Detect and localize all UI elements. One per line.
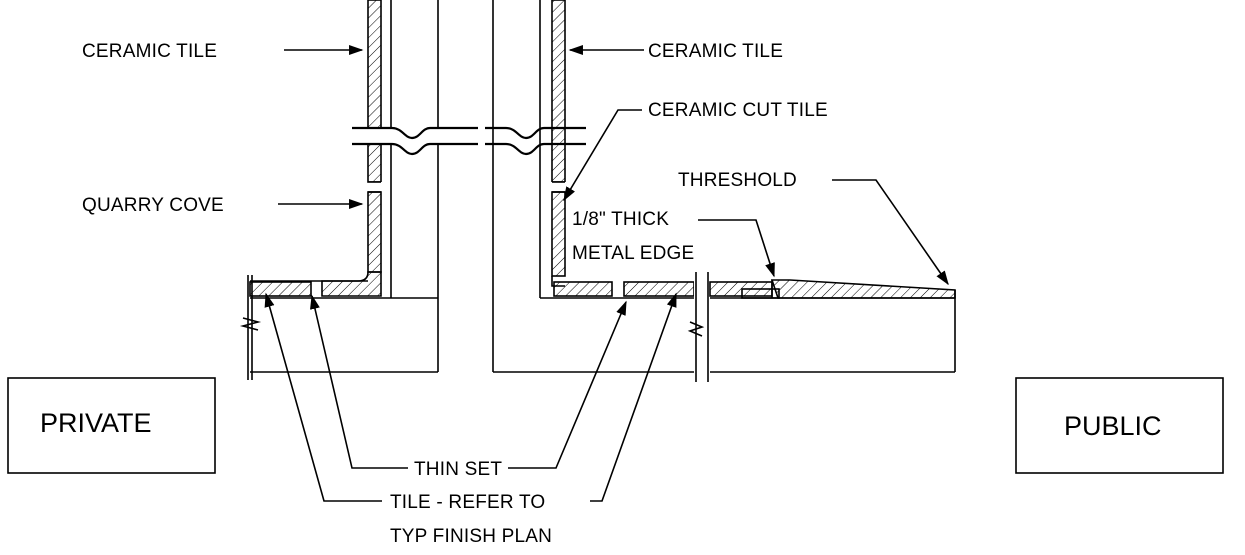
left-floor-tile-a <box>249 281 312 297</box>
public-box: PUBLIC <box>1015 377 1224 474</box>
right-floor-tile-b <box>623 281 695 297</box>
left-floor <box>239 271 439 380</box>
label-metal-edge-line1: 1/8" THICK <box>572 209 669 230</box>
label-ceramic-tile-left: CERAMIC TILE <box>82 41 217 62</box>
right-floor <box>492 272 956 382</box>
private-box: PRIVATE <box>7 377 216 474</box>
label-quarry-cove: QUARRY COVE <box>82 195 224 216</box>
label-tile-refer-line1: TILE - REFER TO <box>390 492 545 513</box>
right-ceramic-tile-upper <box>551 0 566 183</box>
wall-break-symbol <box>352 126 587 156</box>
label-metal-edge-line2: METAL EDGE <box>572 243 694 264</box>
label-ceramic-cut-tile: CERAMIC CUT TILE <box>648 100 828 121</box>
left-quarry-cove-wall <box>367 191 382 273</box>
left-ceramic-tile-upper <box>367 0 382 183</box>
left-quarry-cove-base <box>321 271 382 297</box>
label-public: PUBLIC <box>1064 411 1162 441</box>
labels: CERAMIC TILE CERAMIC TILE CERAMIC CUT TI… <box>82 41 949 547</box>
label-threshold: THRESHOLD <box>678 170 797 191</box>
right-floor-tile-a <box>553 281 613 297</box>
label-thin-set: THIN SET <box>414 459 502 480</box>
right-wall <box>492 0 566 298</box>
label-private: PRIVATE <box>40 408 152 438</box>
right-ceramic-cut-tile <box>551 191 566 277</box>
label-tile-refer-line2: TYP FINISH PLAN <box>390 526 552 547</box>
label-ceramic-tile-right: CERAMIC TILE <box>648 41 783 62</box>
threshold <box>770 279 956 299</box>
